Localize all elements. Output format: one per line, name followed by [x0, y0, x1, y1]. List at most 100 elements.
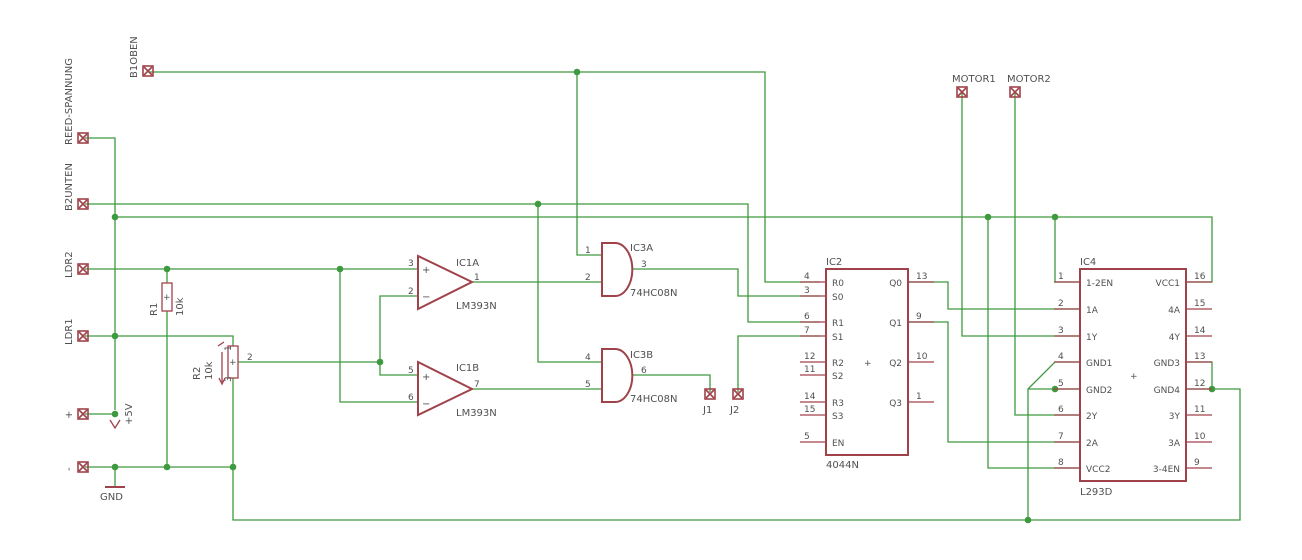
- ic2-left-pin-label: S3: [832, 412, 843, 422]
- ic4-left-pin-number: 4: [1058, 352, 1064, 362]
- ic2-right-pin-number: 10: [916, 352, 928, 362]
- ic4-left-pin-label: VCC2: [1086, 465, 1110, 475]
- ic4-part: L293D: [1080, 487, 1113, 498]
- ic4-right-pin-label: GND4: [1154, 386, 1181, 396]
- ic4-left-pin-label: 1-2EN: [1086, 279, 1113, 289]
- junctions: [111, 68, 1216, 524]
- gnd-symbol: GND: [100, 486, 125, 503]
- ic4-right-pin-9: 93-4EN: [1153, 458, 1212, 475]
- ic4-right-pin-label: 4Y: [1169, 333, 1181, 343]
- wire-b2unten: [85, 203, 820, 323]
- connector-motor1-label: MOTOR1: [952, 74, 996, 85]
- ic3b-pin-out: 6: [641, 366, 647, 376]
- connector-b1oben-label: B1OBEN: [129, 36, 140, 78]
- ic1b-pin-plus: 5: [408, 366, 414, 376]
- ic2-left-pin-number: 15: [804, 405, 815, 415]
- ic1a-pin-plus: 3: [408, 259, 414, 269]
- connector-plus: +: [64, 408, 89, 420]
- ic2-left-pin-number: 14: [804, 392, 816, 402]
- ic4-left-pin-7: 72A: [1054, 432, 1099, 449]
- ic4-right-pin-number: 14: [1194, 326, 1206, 336]
- ic4-left-pin-number: 1: [1058, 272, 1064, 282]
- vcc-label: +5V: [124, 403, 135, 425]
- ic2-right-pin-number: 1: [916, 392, 922, 402]
- connector-b2unten: B2UNTEN: [64, 163, 89, 211]
- ic2-4044n: + IC2 4044N 4R03S06R17S112R211S214R315S3…: [800, 257, 934, 471]
- and-gate-ic3b: IC3B 74HC08N 4 5 6: [585, 348, 677, 405]
- ic4-left-pin-3: 31Y: [1054, 326, 1098, 343]
- ic2-right-pin-label: Q1: [889, 319, 902, 329]
- ic4-right-pin-number: 11: [1194, 405, 1205, 415]
- wire-ic3b-out: [632, 374, 711, 392]
- r2-name: R2: [192, 367, 203, 380]
- vcc-symbol: +5V: [109, 403, 135, 430]
- ic4-left-pin-number: 2: [1058, 299, 1064, 309]
- ic2-left-pin-label: R3: [832, 399, 844, 409]
- connector-motor2: MOTOR2: [1007, 74, 1051, 98]
- ic2-left-pin-label: S2: [832, 372, 843, 382]
- ic4-right-pin-label: 3-4EN: [1153, 465, 1180, 475]
- connector-ldr1-label: LDR1: [64, 318, 75, 345]
- ic1b-part: LM393N: [456, 408, 497, 419]
- ic4-right-pin-number: 12: [1194, 379, 1205, 389]
- connector-motor1: MOTOR1: [952, 74, 996, 98]
- ic4-right-pin-label: 3Y: [1169, 412, 1181, 422]
- ic4-left-pin-label: GND2: [1086, 386, 1112, 396]
- r1-name: R1: [149, 303, 160, 316]
- r2-pin2: 2: [247, 353, 253, 363]
- ic4-left-pin-label: GND1: [1086, 359, 1112, 369]
- wire-motor1: [961, 92, 1080, 337]
- wire-gnd1: [1027, 361, 1080, 390]
- wire-vcc-bus: [115, 216, 1213, 283]
- wire-ic1a-minus: [379, 295, 418, 376]
- connector-j1: J1: [702, 388, 716, 416]
- r2-value: 10k: [204, 361, 215, 380]
- and-gate-ic3a: IC3A 74HC08N 1 2 3: [585, 242, 677, 299]
- ic2-left-pin-4: 4R0: [800, 272, 844, 289]
- ic1a-pin-out: 1: [474, 273, 480, 283]
- ic2-right-pin-9: 9Q1: [889, 312, 934, 329]
- ic4-right-pin-label: GND3: [1154, 359, 1180, 369]
- ic2-left-pin-number: 5: [804, 432, 810, 442]
- ic2-left-pin-number: 6: [804, 312, 810, 322]
- ic2-right-pin-number: 9: [916, 312, 922, 322]
- connector-j1-label: J1: [702, 405, 712, 416]
- connector-b2unten-label: B2UNTEN: [64, 163, 75, 211]
- connector-b1oben: B1OBEN: [129, 36, 154, 78]
- ic3b-pin-b: 5: [585, 380, 591, 390]
- ic1a-pin-minus: 2: [408, 287, 414, 297]
- ic4-left-pin-label: 2A: [1086, 439, 1099, 449]
- svg-text:+: +: [1130, 372, 1138, 382]
- ic4-right-pin-number: 15: [1194, 299, 1205, 309]
- comparator-ic1a: + − IC1A LM393N 3 2 1: [408, 254, 497, 312]
- connector-ldr1: LDR1: [64, 318, 89, 345]
- wire-ic3a-out: [632, 268, 820, 297]
- ic4-right-pin-11: 11 3Y: [1169, 405, 1212, 422]
- ic2-left-pin-label: EN: [832, 439, 844, 449]
- ic2-right-pin-1: 1Q3: [889, 392, 934, 409]
- ic1a-part: LM393N: [456, 301, 497, 312]
- wire-ldr1: [85, 335, 234, 346]
- wire-reed: [85, 137, 116, 410]
- ic2-left-pin-number: 7: [804, 326, 810, 336]
- svg-text:+: +: [422, 372, 430, 383]
- ic2-right-pin-label: Q2: [889, 359, 902, 369]
- ic1b-pin-out: 7: [474, 380, 480, 390]
- ic3a-pin-b: 2: [585, 273, 591, 283]
- ic2-left-pin-label: S0: [832, 293, 844, 303]
- ic4-l293d: + IC4 L293D 11-2EN21A31Y4GND15GND262Y72A…: [1054, 257, 1212, 498]
